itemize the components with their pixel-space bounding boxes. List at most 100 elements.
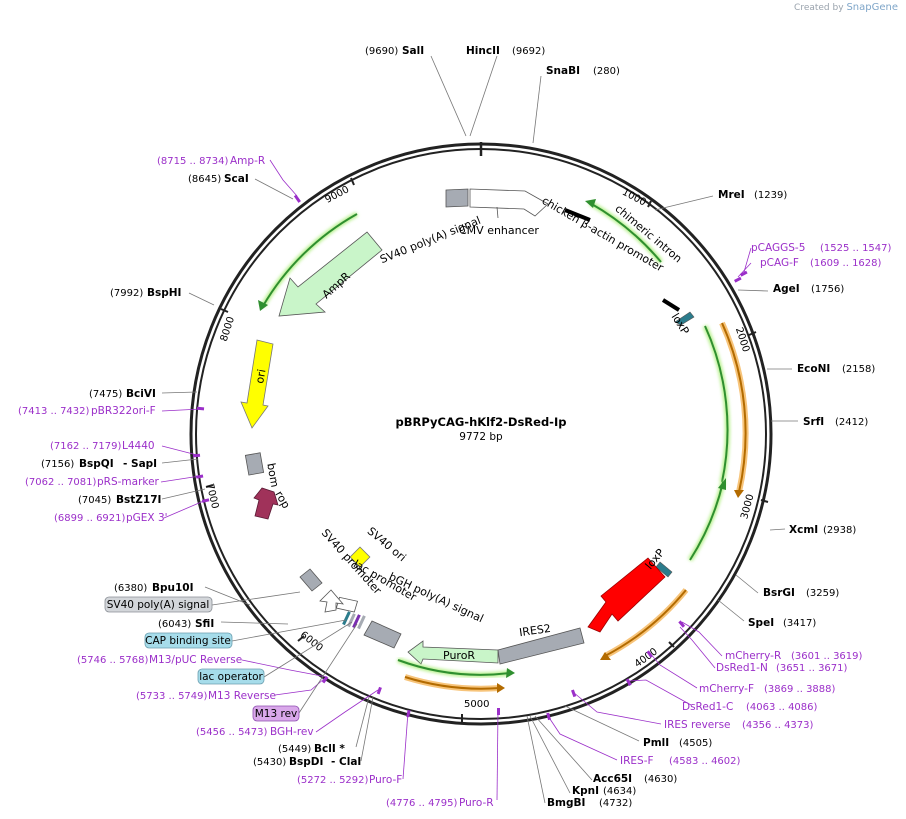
snapgene-brand: Created by SnapGene: [794, 2, 898, 13]
label-bom: bom: [264, 462, 281, 488]
label-rop: rop: [272, 489, 292, 511]
site-pos-acc65i: (4630): [644, 774, 677, 785]
feature-puror: [407, 640, 499, 665]
primer-markers: [192, 194, 748, 721]
created-by-text: Created by: [794, 3, 844, 13]
primer-name-puro-f[interactable]: Puro-F: [369, 774, 402, 786]
feature-cmv-enhancer: [469, 188, 549, 219]
label-ires2: IRES2: [518, 622, 551, 639]
site-pos-bsphi: (7992): [110, 288, 143, 299]
feature-loxp-bottom: [655, 561, 673, 578]
site-pos-snabi: (280): [593, 66, 620, 77]
primer-pos-ires-f: (4583 .. 4602): [669, 756, 741, 767]
primer-name-bgh-rev[interactable]: BGH-rev: [270, 726, 314, 738]
boxed-label-cap-binding-site: CAP binding site: [145, 635, 231, 647]
primer-pos-puro-f: (5272 .. 5292): [297, 775, 369, 786]
primer-name-dsred1-n[interactable]: DsRed1-N: [716, 662, 768, 674]
primer-name-m13-puc-reverse[interactable]: M13/pUC Reverse: [149, 654, 242, 666]
site-name-pmli[interactable]: PmlI: [643, 737, 669, 749]
site-name-bsrgi[interactable]: BsrGI: [763, 587, 795, 599]
boxed-cap-binding-site[interactable]: [144, 632, 233, 649]
site-name-sapi[interactable]: - SapI: [123, 458, 157, 470]
site-name-econi[interactable]: EcoNI: [797, 363, 830, 375]
boxed-m13-rev[interactable]: [252, 705, 300, 722]
boxed-label-m13-rev: M13 rev: [255, 708, 298, 720]
site-pos-bpu10i: (6380): [114, 583, 147, 594]
site-pos-xcmi: (2938): [823, 525, 856, 536]
primer-name-dsred1-c[interactable]: DsRed1-C: [682, 701, 733, 713]
primer-labels: (8715 .. 8734) Amp-R pCAGGS-5 (1525 .. 1…: [18, 155, 892, 809]
site-name-spei[interactable]: SpeI: [748, 617, 774, 629]
primer-pos-pcag-f: (1609 .. 1628): [810, 258, 882, 269]
feature-chimeric-intron-arc: [589, 202, 662, 263]
site-name-xcmi[interactable]: XcmI: [789, 524, 818, 536]
primer-pos-dsred1-n: (3651 .. 3671): [776, 663, 848, 674]
site-name-bcivi[interactable]: BciVI: [126, 388, 156, 400]
primer-name-prs-marker[interactable]: pRS-marker: [97, 476, 160, 488]
site-name-clai[interactable]: - ClaI: [331, 756, 361, 768]
tick-label-2000: 2000: [733, 326, 751, 354]
site-name-mrei[interactable]: MreI: [718, 189, 745, 201]
site-name-bspdi[interactable]: BspDI: [289, 756, 323, 768]
site-pos-pmli: (4505): [679, 738, 712, 749]
site-name-agei[interactable]: AgeI: [773, 283, 800, 295]
primer-name-m13-reverse[interactable]: M13 Reverse: [208, 690, 276, 702]
site-name-bspqi[interactable]: BspQI: [79, 458, 114, 470]
site-name-bsphi[interactable]: BspHI: [147, 287, 181, 299]
primer-name-amp-r[interactable]: Amp-R: [230, 155, 265, 167]
site-pos-agei: (1756): [811, 284, 844, 295]
primer-name-pcag-f[interactable]: pCAG-F: [760, 257, 799, 269]
site-pos-scai: (8645): [188, 174, 221, 185]
primer-pos-puro-r: (4776 .. 4795): [386, 798, 458, 809]
boxed-lac-operator[interactable]: [197, 668, 265, 685]
site-name-bpu10i[interactable]: Bpu10I: [152, 582, 194, 594]
primer-pos-m13-puc-reverse: (5746 .. 5768): [77, 655, 149, 666]
primer-pos-m13-reverse: (5733 .. 5749): [136, 691, 208, 702]
site-name-bcli[interactable]: BclI *: [314, 743, 345, 755]
primer-name-ires-reverse[interactable]: IRES reverse: [664, 719, 731, 731]
feature-chimeric-intron-end: [661, 298, 681, 312]
label-cmv-enhancer: CMV enhancer: [459, 224, 539, 237]
site-pos-econi: (2158): [842, 364, 875, 375]
primer-name-pcaggs-5[interactable]: pCAGGS-5: [751, 242, 805, 254]
site-name-sfii[interactable]: SfiI: [195, 618, 214, 630]
feature-sv40-promoter: [299, 568, 323, 592]
site-pos-sali: (9690): [365, 46, 398, 57]
primer-pos-bgh-rev: (5456 .. 5473): [196, 727, 268, 738]
primer-pos-pgex-3: (6899 .. 6921): [54, 513, 126, 524]
site-pos-hincii: (9692): [512, 46, 545, 57]
feature-sv40-ori: [349, 546, 371, 568]
label-sv40-ori: SV40 ori: [365, 525, 409, 565]
primer-name-pbr322ori-f[interactable]: pBR322ori-F: [91, 405, 156, 417]
site-pos-bsrgi: (3259): [806, 588, 839, 599]
feature-dsred-express: [587, 557, 666, 633]
site-pos-bcli: (5449): [278, 744, 311, 755]
plasmid-name: pBRPyCAG-hKlf2-DsRed-Ip: [396, 415, 567, 429]
feature-sv40-polya-top: [445, 188, 469, 208]
primer-pos-mcherry-f: (3869 .. 3888): [764, 684, 836, 695]
site-name-bmgbi[interactable]: BmgBI: [547, 797, 585, 809]
snapgene-logo-text: SnapGene: [846, 2, 898, 13]
primer-name-puro-r[interactable]: Puro-R: [459, 797, 494, 809]
feature-orange-arc-lower: [604, 589, 687, 657]
primer-name-mcherry-f[interactable]: mCherry-F: [699, 683, 754, 695]
primer-name-pgex-3[interactable]: pGEX 3': [126, 512, 168, 524]
site-name-sali[interactable]: SalI: [402, 45, 424, 57]
primer-leader-lines: [160, 159, 752, 801]
scale-ticks: [205, 177, 769, 722]
boxed-sv40-polya[interactable]: [104, 596, 213, 613]
feature-ampr: [278, 231, 383, 317]
site-name-hincii[interactable]: HincII: [466, 45, 500, 57]
site-name-bstz17i[interactable]: BstZ17I: [116, 494, 161, 506]
site-name-snabi[interactable]: SnaBI: [546, 65, 580, 77]
primer-pos-l4440: (7162 .. 7179): [50, 441, 122, 452]
primer-name-mcherry-r[interactable]: mCherry-R: [725, 650, 781, 662]
site-name-kpni[interactable]: KpnI: [572, 785, 599, 797]
site-name-scai[interactable]: ScaI: [224, 173, 249, 185]
label-puror: PuroR: [443, 649, 475, 662]
site-pos-spei: (3417): [783, 618, 816, 629]
site-name-acc65i[interactable]: Acc65I: [593, 773, 632, 785]
primer-name-l4440[interactable]: L4440: [122, 440, 155, 452]
primer-name-ires-f[interactable]: IRES-F: [620, 755, 654, 767]
site-name-srfi[interactable]: SrfI: [803, 416, 824, 428]
